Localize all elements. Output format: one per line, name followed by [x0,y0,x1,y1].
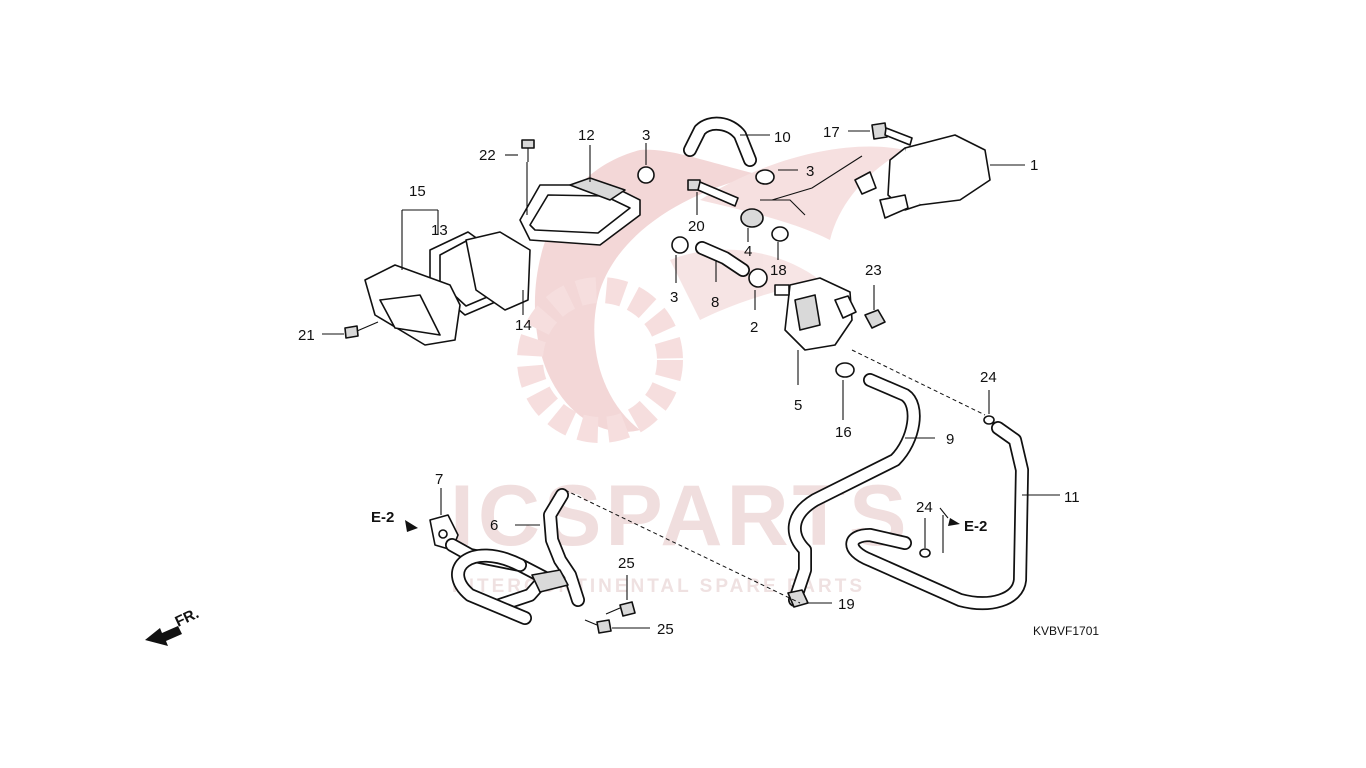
callout-25-upper: 25 [618,555,635,572]
part-10-hose [683,116,770,167]
leader-to-part-1 [771,155,863,201]
part-17-bolt [848,122,913,146]
callout-19: 19 [838,596,855,613]
callout-24-lower: 24 [916,499,933,516]
callout-13: 13 [431,222,448,239]
part-1-air-case [879,134,1025,219]
part-25-bolt-lower [584,619,650,634]
callout-1: 1 [1030,157,1038,174]
callout-10: 10 [774,129,791,146]
callout-6: 6 [490,517,498,534]
callout-3-upper: 3 [642,127,650,144]
callout-5: 5 [794,397,802,414]
part-19-connector [787,589,832,608]
part-15-housing [364,209,461,346]
clamp-3-right [755,169,798,185]
callout-12: 12 [578,127,595,144]
e2-arrow-right [948,518,960,526]
e2-arrow-left [405,520,418,532]
callout-7: 7 [435,471,443,488]
diagram-code: KVBVF1701 [1033,624,1099,638]
clamp-24-lower [919,518,931,558]
part-12-reed-cover [519,145,641,246]
callout-18: 18 [770,262,787,279]
leader-shared-1 [760,199,806,216]
callout-2: 2 [750,319,758,336]
part-7-pipe [429,488,569,625]
callout-23: 23 [865,262,882,279]
clamp-24-upper [983,390,995,425]
clamp-3-lower [671,236,689,283]
part-11-hose [845,421,1060,611]
callout-21: 21 [298,327,315,344]
callout-22: 22 [479,147,496,164]
callout-16: 16 [835,424,852,441]
part-18-collar [771,226,789,260]
callout-17: 17 [823,124,840,141]
callout-24-upper: 24 [980,369,997,386]
callout-15: 15 [409,183,426,200]
ref-e2-left: E-2 [371,509,394,526]
part-21-screw [322,321,379,339]
dash-to-24 [851,349,986,416]
front-direction-arrow: FR. [145,605,202,646]
part-23-nut [864,285,886,329]
callout-25-lower: 25 [657,621,674,638]
part-20-bolt [687,179,739,215]
part-9-hose [787,373,935,607]
dash-6-to-19 [564,489,801,604]
part-16-clamp [835,362,855,420]
part-5-valve [774,277,857,385]
callout-3-right: 3 [806,163,814,180]
callout-3-lower: 3 [670,289,678,306]
callout-11: 11 [1064,489,1080,506]
callout-9: 9 [946,431,954,448]
callout-8: 8 [711,294,719,311]
clamp-2 [748,268,768,310]
clamp-3-upper [637,143,655,184]
part-6-pipe [515,488,585,607]
callout-20: 20 [688,218,705,235]
ref-e2-right: E-2 [964,518,987,535]
front-direction-label: FR. [173,605,202,631]
callout-4: 4 [744,243,752,260]
part-4-grommet [740,208,764,242]
e2-arrow-right-lead [939,507,949,519]
part-8-hose [695,241,750,282]
part-25-bolt-upper [605,575,636,617]
watermark-brand: ICSPARTS [450,468,910,564]
part-1-elbow [854,171,877,195]
part-22-screw [505,139,535,162]
callout-14: 14 [515,317,532,334]
part-14-reed [465,231,531,315]
